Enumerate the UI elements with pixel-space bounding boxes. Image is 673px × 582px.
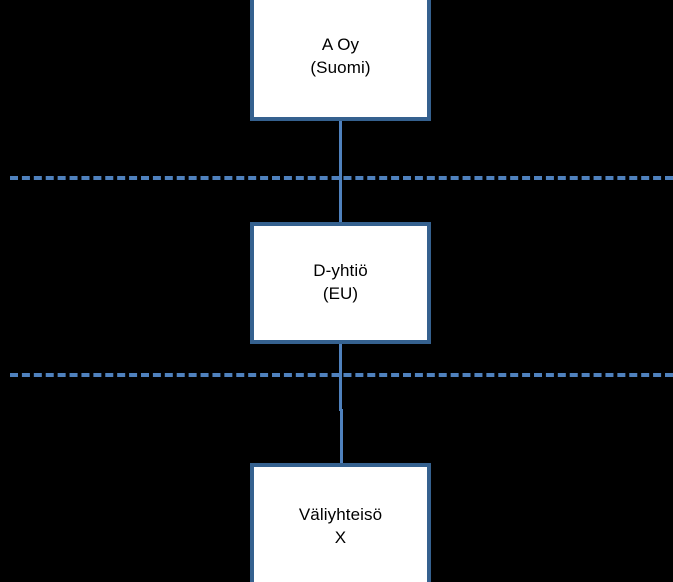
node-d-yhtio[interactable]: D-yhtiö (EU): [250, 222, 431, 344]
node-a-oy[interactable]: A Oy (Suomi): [250, 0, 431, 121]
node-valiyhteiso-x-label: Väliyhteisö X: [298, 504, 383, 547]
jurisdiction-border-line-upper: [10, 176, 673, 180]
node-d-yhtio-label: D-yhtiö (EU): [313, 261, 368, 303]
node-a-oy-label: A Oy (Suomi): [310, 34, 371, 77]
connector-a-oy-to-d-yhtio: [339, 118, 342, 226]
jurisdiction-border-line-lower: [10, 373, 673, 377]
connector-d-yhtio-to-valiyhteiso-x-lower: [340, 409, 343, 467]
node-valiyhteiso-x[interactable]: Väliyhteisö X: [250, 463, 431, 582]
